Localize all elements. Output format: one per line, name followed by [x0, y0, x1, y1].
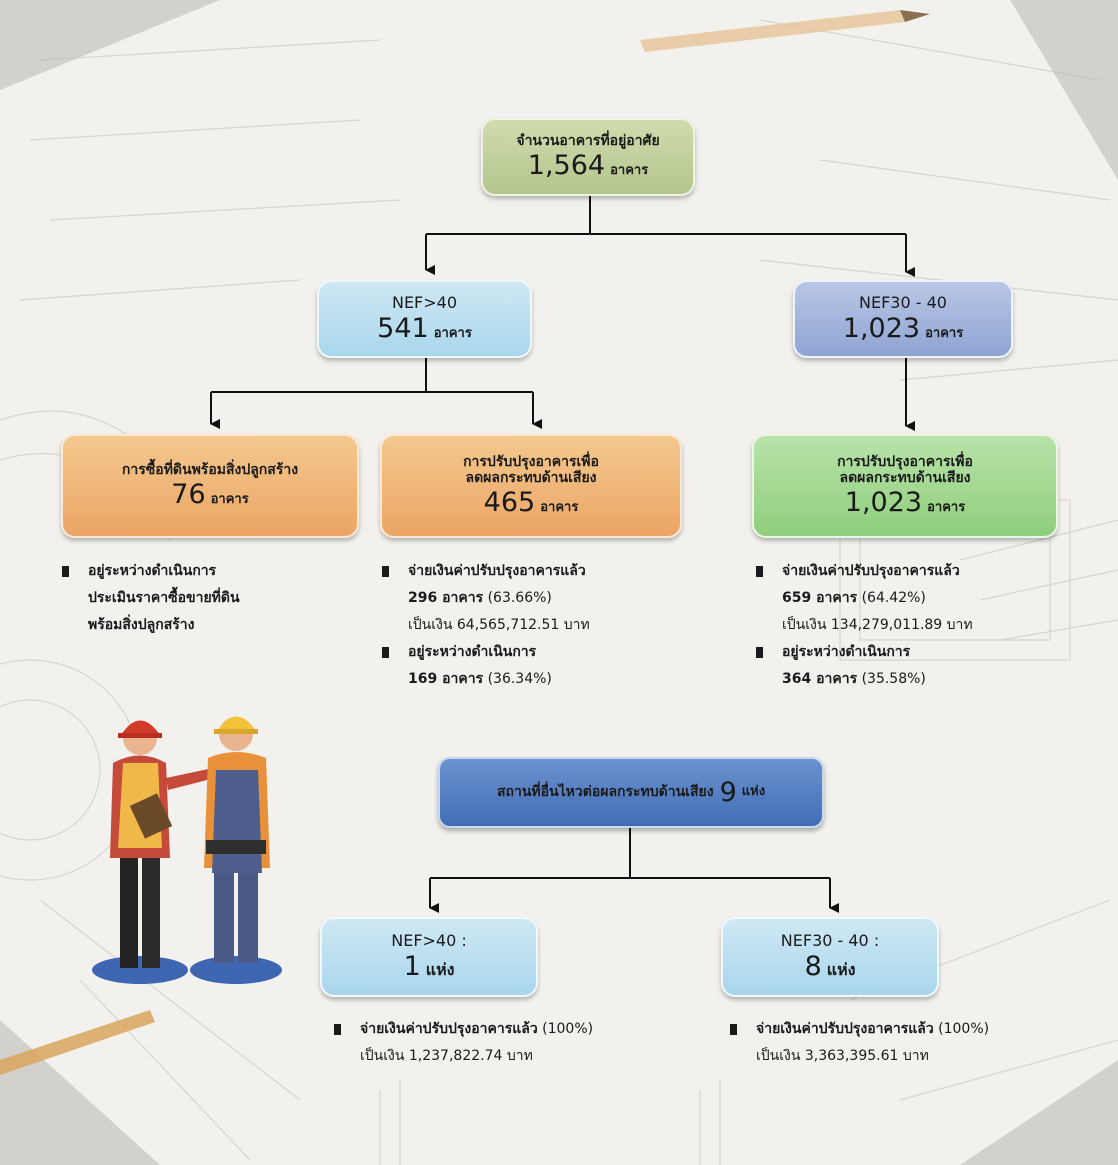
improve30-pending-pct: (35.58%) [861, 671, 926, 687]
site40-notes: จ่ายเงินค่าปรับปรุงอาคารแล้ว (100%) เป็น… [334, 1016, 694, 1070]
bullet-square-icon [334, 1024, 341, 1035]
improve30-unit: อาคาร [927, 499, 966, 515]
nef40-unit: อาคาร [433, 325, 472, 341]
land-note-line1: อยู่ระหว่างดำเนินการ [88, 563, 217, 579]
improve30-title-line1: การปรับปรุงอาคารเพื่อ [837, 454, 973, 471]
land-note-line3: พร้อมสิ่งปลูกสร้าง [88, 617, 195, 633]
site40-paid-label: จ่ายเงินค่าปรับปรุงอาคารแล้ว [360, 1021, 538, 1037]
improve30-pending-item: อยู่ระหว่างดำเนินการ 364 อาคาร (35.58%) [756, 639, 1096, 693]
root-unit: อาคาร [610, 162, 649, 178]
nef40-title: NEF>40 [391, 293, 458, 313]
site30-paid-pct: (100%) [938, 1021, 990, 1037]
improve30-paid-label: จ่ายเงินค่าปรับปรุงอาคารแล้ว [782, 563, 960, 579]
improve40-paid-item: จ่ายเงินค่าปรับปรุงอาคารแล้ว 296 อาคาร (… [382, 558, 702, 639]
improve40-paid-amount: เป็นเงิน 64,565,712.51 บาท [408, 617, 590, 633]
improve30-pending-label: อยู่ระหว่างดำเนินการ [782, 644, 911, 660]
sensitive-count: 9 [719, 776, 737, 808]
improve30-title-line2: ลดผลกระทบด้านเสียง [839, 470, 971, 487]
nef30-count: 1,023 [842, 312, 921, 344]
construction-workers-illustration [92, 716, 282, 984]
sensitive-box: สถานที่อื่นไหวต่อผลกระทบด้านเสียง 9 แห่ง [438, 757, 824, 828]
nef30-title: NEF30 - 40 [859, 293, 947, 313]
bullet-square-icon [382, 647, 389, 658]
bullet-square-icon [730, 1024, 737, 1035]
land-unit: อาคาร [210, 491, 249, 507]
site30-notes: จ่ายเงินค่าปรับปรุงอาคารแล้ว (100%) เป็น… [730, 1016, 1110, 1070]
site30-unit: แห่ง [826, 959, 856, 979]
site30-paid-label: จ่ายเงินค่าปรับปรุงอาคารแล้ว [756, 1021, 934, 1037]
improve40-paid-pct: (63.66%) [487, 590, 552, 606]
sensitive-title: สถานที่อื่นไหวต่อผลกระทบด้านเสียง [496, 784, 714, 801]
nef40-count: 541 [377, 312, 429, 344]
bullet-square-icon [756, 566, 763, 577]
site40-paid-item: จ่ายเงินค่าปรับปรุงอาคารแล้ว (100%) เป็น… [334, 1016, 694, 1070]
improve40-title-line1: การปรับปรุงอาคารเพื่อ [463, 454, 599, 471]
improve30-paid-pct: (64.42%) [861, 590, 926, 606]
improve30-box: การปรับปรุงอาคารเพื่อ ลดผลกระทบด้านเสียง… [752, 434, 1058, 538]
site30-paid-item: จ่ายเงินค่าปรับปรุงอาคารแล้ว (100%) เป็น… [730, 1016, 1110, 1070]
root-title: จำนวนอาคารที่อยู่อาศัย [516, 133, 660, 150]
site40-title: NEF>40 : [391, 931, 467, 951]
site30-count: 8 [804, 950, 822, 982]
land-note-line2: ประเมินราคาซื้อขายที่ดิน [88, 590, 240, 606]
site40-count: 1 [403, 950, 421, 982]
bullet-square-icon [382, 566, 389, 577]
improve40-pending-label: อยู่ระหว่างดำเนินการ [408, 644, 537, 660]
sensitive-unit: แห่ง [741, 784, 766, 800]
land-notes: อยู่ระหว่างดำเนินการ ประเมินราคาซื้อขายท… [62, 558, 352, 639]
improve30-notes: จ่ายเงินค่าปรับปรุงอาคารแล้ว 659 อาคาร (… [756, 558, 1096, 693]
improve30-paid-amount: เป็นเงิน 134,279,011.89 บาท [782, 617, 973, 633]
improve30-paid-item: จ่ายเงินค่าปรับปรุงอาคารแล้ว 659 อาคาร (… [756, 558, 1096, 639]
site40-unit: แห่ง [425, 959, 455, 979]
site40-paid-pct: (100%) [542, 1021, 594, 1037]
improve40-notes: จ่ายเงินค่าปรับปรุงอาคารแล้ว 296 อาคาร (… [382, 558, 702, 693]
nef30-unit: อาคาร [925, 325, 964, 341]
improve30-paid-count: 659 อาคาร [782, 590, 858, 606]
improve40-unit: อาคาร [540, 499, 579, 515]
root-count: 1,564 [527, 149, 606, 181]
land-count: 76 [171, 478, 206, 510]
site40-paid-amount: เป็นเงิน 1,237,822.74 บาท [360, 1048, 533, 1064]
improve40-paid-count: 296 อาคาร [408, 590, 484, 606]
improve40-pending-item: อยู่ระหว่างดำเนินการ 169 อาคาร (36.34%) [382, 639, 702, 693]
improve40-pending-pct: (36.34%) [487, 671, 552, 687]
improve40-pending-count: 169 อาคาร [408, 671, 484, 687]
site30-paid-amount: เป็นเงิน 3,363,395.61 บาท [756, 1048, 929, 1064]
site30-title: NEF30 - 40 : [780, 931, 880, 951]
improve40-box: การปรับปรุงอาคารเพื่อ ลดผลกระทบด้านเสียง… [380, 434, 682, 538]
bullet-square-icon [756, 647, 763, 658]
land-note-item: อยู่ระหว่างดำเนินการ ประเมินราคาซื้อขายท… [62, 558, 352, 639]
bullet-square-icon [62, 566, 69, 577]
improve40-paid-label: จ่ายเงินค่าปรับปรุงอาคารแล้ว [408, 563, 586, 579]
improve40-title-line2: ลดผลกระทบด้านเสียง [465, 470, 597, 487]
improve40-count: 465 [483, 486, 536, 518]
improve30-count: 1,023 [844, 486, 923, 518]
improve30-pending-count: 364 อาคาร [782, 671, 858, 687]
land-title: การซื้อที่ดินพร้อมสิ่งปลูกสร้าง [121, 462, 299, 479]
